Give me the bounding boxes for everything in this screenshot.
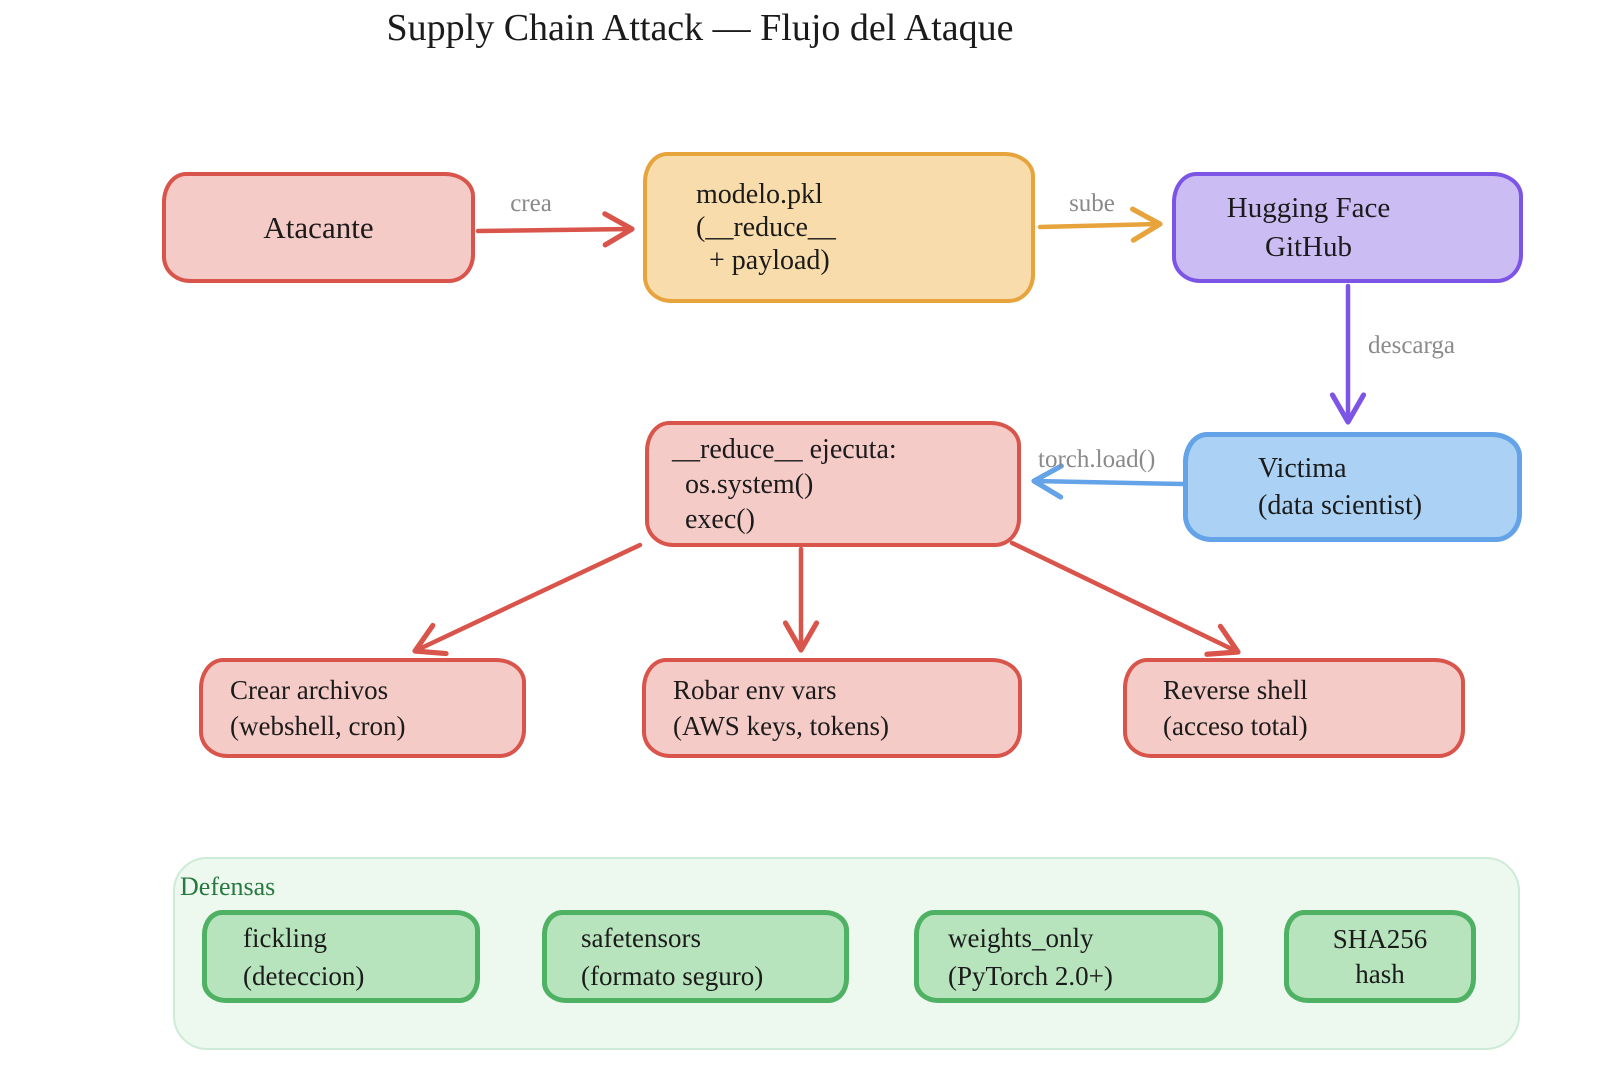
node-robar-line2: (AWS keys, tokens) — [673, 711, 890, 741]
node-modelo-pkl: modelo.pkl (__reduce__ + payload) — [643, 152, 1035, 303]
node-atacante-label: Atacante — [263, 210, 374, 245]
node-victima: Victima (data scientist) — [1183, 432, 1522, 542]
defense-safetensors-line2: (formato seguro) — [581, 960, 764, 991]
diagram-title: Supply Chain Attack — Flujo del Ataque — [386, 7, 1014, 49]
defense-weights-only: weights_only (PyTorch 2.0+) — [914, 910, 1223, 1003]
node-victima-line2: (data scientist) — [1258, 490, 1423, 521]
defense-sha-line2: hash — [1355, 958, 1405, 989]
node-hf-line2: GitHub — [1265, 230, 1352, 263]
defense-sha-line1: SHA256 — [1332, 923, 1428, 954]
node-crear-archivos: Crear archivos (webshell, cron) — [199, 658, 526, 758]
defense-fickling: fickling (deteccion) — [202, 910, 480, 1003]
fanout-right-arrow — [1009, 540, 1241, 657]
defense-safetensors: safetensors (formato seguro) — [542, 910, 849, 1003]
defense-safetensors-line1: safetensors — [581, 922, 701, 953]
defense-fickling-line1: fickling — [243, 922, 327, 953]
node-hf-line1: Hugging Face — [1226, 191, 1391, 224]
defense-fickling-line2: (deteccion) — [243, 960, 365, 991]
node-modelo-line1: modelo.pkl — [696, 179, 823, 210]
node-robar-line1: Robar env vars — [673, 675, 837, 705]
defensas-panel-title: Defensas — [180, 872, 276, 901]
node-atacante: Atacante — [162, 172, 475, 283]
descarga-label: descarga — [1368, 332, 1455, 359]
torch-load-arrow — [1031, 463, 1186, 500]
node-robar-env-vars: Robar env vars (AWS keys, tokens) — [642, 658, 1022, 758]
node-reduce-line2: os.system() — [685, 468, 814, 500]
node-reverse-line2: (acceso total) — [1163, 711, 1308, 741]
node-crear-line1: Crear archivos — [230, 675, 389, 705]
sube-arrow — [1037, 206, 1163, 243]
node-huggingface-github: Hugging Face GitHub — [1172, 172, 1523, 283]
node-reduce-line3: exec() — [685, 503, 755, 535]
node-modelo-line2: (__reduce__ — [696, 212, 836, 243]
node-crear-line2: (webshell, cron) — [230, 711, 406, 741]
node-reverse-line1: Reverse shell — [1163, 675, 1308, 705]
crea-arrow — [475, 211, 635, 248]
torch-load-label: torch.load() — [1038, 446, 1156, 473]
node-reduce-line1: __reduce__ ejecuta: — [672, 433, 897, 465]
fanout-left-arrow — [412, 542, 643, 657]
sube-label: sube — [1069, 190, 1115, 217]
crea-label: crea — [510, 190, 552, 217]
node-reduce-ejecuta: __reduce__ ejecuta: os.system() exec() — [645, 421, 1021, 547]
node-victima-line1: Victima — [1258, 453, 1347, 484]
node-modelo-line3: + payload) — [709, 245, 830, 276]
defense-weights-line1: weights_only — [948, 922, 1094, 953]
defense-sha256-hash: SHA256 hash — [1284, 910, 1476, 1003]
node-reverse-shell: Reverse shell (acceso total) — [1123, 658, 1465, 758]
defense-weights-line2: (PyTorch 2.0+) — [948, 960, 1113, 991]
